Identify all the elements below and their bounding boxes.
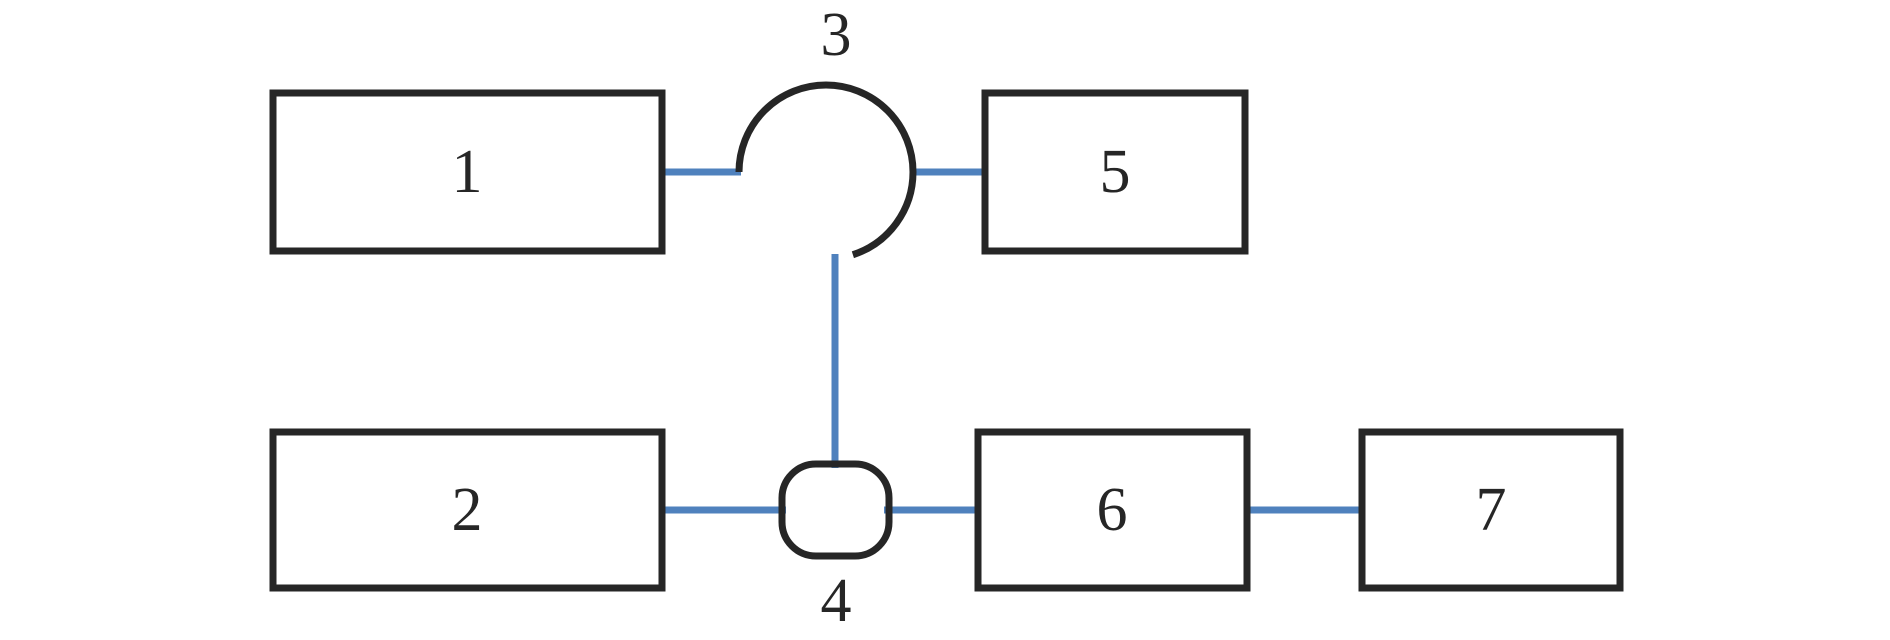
node-6-label: 6 [1097, 476, 1128, 544]
connector-group [660, 168, 1364, 514]
node-7-label: 7 [1476, 476, 1507, 544]
node-7[interactable]: 7 [1358, 428, 1624, 592]
node-5-rect[interactable] [981, 89, 1249, 255]
node-6[interactable]: 6 [974, 428, 1251, 592]
node-1[interactable]: 1 [269, 89, 666, 255]
node-6-rect[interactable] [974, 428, 1251, 592]
node-1-rect[interactable] [269, 89, 666, 255]
node-5-label: 5 [1100, 138, 1131, 206]
node-2-rect[interactable] [269, 428, 666, 592]
node-4[interactable]: 4 [778, 460, 893, 635]
node-2-label: 2 [452, 476, 483, 544]
node-3[interactable]: 3 [735, 1, 917, 259]
node-4-rounded-rect[interactable] [778, 460, 893, 560]
node-4-label: 4 [821, 567, 852, 635]
node-3-upper-arc[interactable] [735, 81, 917, 173]
node-5[interactable]: 5 [981, 89, 1249, 255]
node-3-label: 3 [821, 1, 852, 69]
node-7-rect[interactable] [1358, 428, 1624, 592]
node-2[interactable]: 2 [269, 428, 666, 592]
node-3-lower-right-arc[interactable] [851, 171, 917, 259]
node-1-label: 1 [452, 138, 483, 206]
